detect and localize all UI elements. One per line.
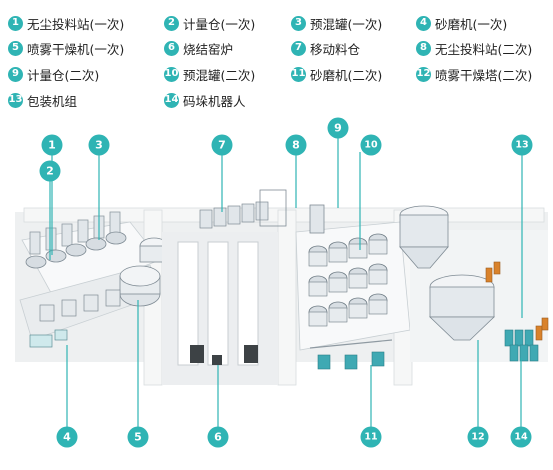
primary-processing-area	[19, 211, 169, 348]
legend-item-5: 5 喷雾干燥机(一次)	[8, 39, 124, 57]
marker-13-label: 13	[515, 140, 528, 151]
marker-8: 8	[285, 134, 307, 156]
marker-11-label: 11	[364, 432, 377, 443]
marker-12: 12	[467, 426, 489, 448]
legend-number-badge: 9	[8, 66, 23, 82]
marker-1: 1	[41, 134, 63, 156]
legend-label: 烧结窑炉	[183, 41, 234, 57]
marker-1-label: 1	[48, 139, 56, 152]
legend-label: 预混罐(一次)	[310, 16, 383, 32]
marker-13: 13	[511, 134, 533, 156]
legend-number-badge: 13	[8, 92, 23, 108]
marker-5: 5	[127, 426, 149, 448]
marker-10: 10	[360, 134, 382, 156]
legend-item-12: 12 喷雾干燥塔(二次)	[416, 65, 532, 83]
legend-label: 包装机组	[27, 93, 78, 109]
legend-item-8: 8 无尘投料站(二次)	[416, 39, 532, 57]
secondary-processing-area	[295, 204, 411, 370]
legend-label: 预混罐(二次)	[183, 67, 256, 83]
legend-label: 喷雾干燥塔(二次)	[435, 67, 533, 83]
legend-label: 无尘投料站(一次)	[27, 16, 125, 32]
legend-label: 砂磨机(一次)	[435, 16, 508, 32]
legend-label: 码垛机器人	[183, 93, 246, 109]
marker-circles: 1 2 3 7 8 9 10 13 4 5 6 11 12 14	[39, 117, 533, 448]
legend-number-badge: 6	[164, 40, 179, 56]
legend-number-badge: 8	[416, 40, 431, 56]
legend-item-7: 7 移动料仓	[291, 39, 360, 57]
legend-item-6: 6 烧结窑炉	[164, 39, 233, 57]
legend-label: 无尘投料站(二次)	[435, 41, 533, 57]
marker-8-label: 8	[292, 139, 300, 152]
spray-tower-area	[399, 205, 549, 362]
legend-label: 计量仓(二次)	[27, 67, 100, 83]
marker-4-label: 4	[63, 431, 71, 444]
legend-label: 计量仓(一次)	[183, 16, 256, 32]
marker-10-label: 10	[364, 140, 378, 151]
legend-label: 喷雾干燥机(一次)	[27, 41, 125, 57]
legend-label: 砂磨机(二次)	[310, 67, 383, 83]
marker-14: 14	[510, 426, 532, 448]
legend-number-badge: 10	[164, 66, 179, 82]
legend-number-badge: 14	[164, 92, 179, 108]
marker-5-label: 5	[134, 431, 142, 444]
legend-number-badge: 3	[291, 15, 306, 31]
legend-item-10: 10 预混罐(二次)	[164, 65, 255, 83]
legend-item-9: 9 计量仓(二次)	[8, 65, 99, 83]
marker-14-label: 14	[514, 432, 528, 443]
legend-number-badge: 5	[8, 40, 23, 56]
marker-4: 4	[56, 426, 78, 448]
legend-item-11: 11 砂磨机(二次)	[291, 65, 382, 83]
legend-number-badge: 11	[291, 66, 306, 82]
marker-leader-lines	[49, 133, 523, 436]
marker-7: 7	[211, 134, 233, 156]
marker-2-label: 2	[46, 165, 54, 178]
marker-9: 9	[327, 117, 349, 139]
legend-number-badge: 1	[8, 15, 23, 31]
marker-3-label: 3	[95, 139, 103, 152]
legend-number-badge: 2	[164, 15, 179, 31]
legend-number-badge: 7	[291, 40, 306, 56]
marker-2: 2	[39, 160, 61, 182]
legend-item-4: 4 砂磨机(一次)	[416, 14, 507, 32]
legend-item-2: 2 计量仓(一次)	[164, 14, 255, 32]
legend-item-14: 14 码垛机器人	[164, 91, 246, 109]
marker-7-label: 7	[218, 139, 226, 152]
legend-label: 移动料仓	[310, 41, 361, 57]
marker-6: 6	[207, 426, 229, 448]
legend-item-13: 13 包装机组	[8, 91, 77, 109]
kiln-area	[162, 189, 287, 385]
legend-item-1: 1 无尘投料站(一次)	[8, 14, 124, 32]
marker-11: 11	[360, 426, 382, 448]
legend-item-3: 3 预混罐(一次)	[291, 14, 382, 32]
marker-9-label: 9	[334, 122, 342, 135]
marker-3: 3	[88, 134, 110, 156]
equipment-legend: 1 无尘投料站(一次) 2 计量仓(一次) 3 预混罐(一次) 4 砂磨机(一次…	[0, 0, 553, 118]
legend-number-badge: 12	[416, 66, 431, 82]
legend-number-badge: 4	[416, 15, 431, 31]
marker-6-label: 6	[214, 431, 222, 444]
marker-12-label: 12	[471, 432, 484, 443]
